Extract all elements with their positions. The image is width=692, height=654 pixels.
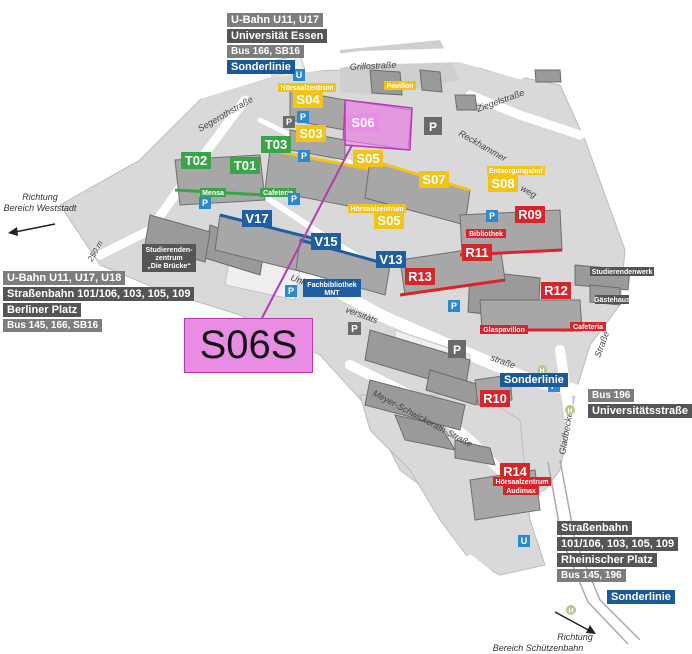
transit-top-line-3: Bus 166, SB16 [227,45,304,58]
transit-bottom-line-1: Straßenbahn [557,521,633,535]
sublabel-cafeteria-t: Cafeteria [263,190,293,197]
label-t01[interactable]: T01 [234,158,256,173]
sublabel-fachbib-2: MNT [324,290,340,297]
transit-bottom-line-2: 101/106, 103, 105, 109 [557,537,679,551]
label-s07[interactable]: S07 [422,172,445,187]
sublabel-hz-s05: Hörsaalzentrum [351,206,404,213]
transit-bottom-sonderlinie[interactable]: Sonderlinie [607,590,675,604]
label-s05b[interactable]: S05 [377,213,400,228]
sublabel-mensa: Mensa [202,190,224,197]
arrow-schuetzen [554,611,593,633]
transit-box-bottom-sonder: Sonderlinie [607,590,675,606]
sublabel-hz-r14-2: Audimax [506,488,536,495]
parking-p-blue-1: P [300,112,306,122]
dir-weststadt-1: Richtung [22,192,58,202]
ubahn-u-top: U [296,70,303,80]
street-grillo: Grillostraße [350,60,397,72]
transit-top-line-1: U-Bahn U11, U17 [227,13,324,27]
transit-top-line-2: Universität Essen [227,29,328,43]
sublabel-pavillon: Pavillon [387,83,414,90]
transit-left-line-2: Straßenbahn 101/106, 103, 105, 109 [3,287,195,301]
parking-p-blue-6: P [451,301,457,311]
sublabel-glaspavillon: Glaspavillon [483,327,525,334]
label-s08[interactable]: S08 [491,176,514,191]
parking-p-gray-1: P [286,117,292,127]
dir-schuetzen-1: Richtung [557,632,593,642]
parking-p-blue-5: P [288,286,294,296]
parking-p-blue-4: P [291,194,297,204]
sublabel-bruecke-2: zentrum [155,255,182,262]
ubahn-u-bottom-1: U [521,536,528,546]
sublabel-bibliothek: Bibliothek [469,231,503,238]
parking-p-blue-2: P [301,151,307,161]
gray-buildings [144,69,631,466]
label-r09[interactable]: R09 [518,207,542,222]
parking-p-3: P [351,324,358,335]
parking-p-large-1: P [429,120,437,134]
label-r10[interactable]: R10 [483,391,507,406]
transit-right-line-1: Bus 196 [588,389,635,402]
label-s04[interactable]: S04 [296,92,320,107]
transit-box-left: U-Bahn U11, U17, U18 Straßenbahn 101/106… [3,271,195,334]
label-v17[interactable]: V17 [245,211,268,226]
dir-schuetzen-2: Bereich Schützenbahn [493,643,584,653]
label-v15[interactable]: V15 [314,234,337,249]
bus-stop-3: H [568,608,573,615]
transit-top-sonderlinie[interactable]: Sonderlinie [227,60,295,74]
transit-box-mid-sonder: Sonderlinie [500,373,568,389]
bus-stop-1: H [539,368,544,375]
transit-left-line-4: Bus 145, 166, SB16 [3,319,103,332]
parking-p-blue-3: P [202,198,208,208]
label-r11[interactable]: R11 [465,245,488,260]
sublabel-gaestehaus: Gästehaus [594,297,630,304]
label-v13[interactable]: V13 [379,252,402,267]
sublabel-hz-s04: Hörsaalzentrum [281,85,334,92]
label-r14[interactable]: R14 [503,464,528,479]
arrowhead-schuetzen [586,625,596,634]
arrowhead-weststadt [8,227,18,236]
transit-bottom-line-3: Rheinischer Platz [557,553,657,567]
sublabel-bruecke-1: Studierenden- [145,247,193,254]
label-t02[interactable]: T02 [185,153,207,168]
transit-box-bottom: Straßenbahn 101/106, 103, 105, 109 Rhein… [557,521,679,584]
transit-mid-sonderlinie[interactable]: Sonderlinie [500,373,568,387]
sublabel-bruecke-3: „Die Brücke“ [147,263,191,270]
transit-box-top: U-Bahn U11, U17 Universität Essen Bus 16… [227,13,328,76]
transit-box-right: Bus 196 Universitätsstraße [588,389,692,420]
label-r12[interactable]: R12 [544,283,568,298]
callout-s06s[interactable]: S06S [184,318,313,373]
sublabel-studierendenwerk: Studierendenwerk [592,269,653,276]
label-s03[interactable]: S03 [299,126,322,141]
transit-left-line-1: U-Bahn U11, U17, U18 [3,271,126,285]
campus-map: S06 S04 S03 S05 S07 S08 S05 T02 T01 T03 … [4,40,654,653]
transit-bottom-line-4: Bus 145, 196 [557,569,626,582]
dir-weststadt-2: Bereich Weststadt [4,203,77,213]
label-t03[interactable]: T03 [265,137,287,152]
label-s06[interactable]: S06 [351,115,374,130]
parking-p-blue-8: P [489,211,495,221]
bus-stop-2: H [567,408,572,415]
sublabel-fachbib-1: Fachbibliothek [307,282,357,289]
label-r13[interactable]: R13 [408,269,432,284]
transit-left-line-3: Berliner Platz [3,303,82,317]
callout-leader [261,144,353,319]
sublabel-hz-r14-1: Hörsaalzentrum [496,479,549,486]
transit-right-line-2: Universitätsstraße [588,404,692,418]
sublabel-cafeteria-r: Cafeteria [573,324,603,331]
footprint-v [214,213,391,296]
parking-p-large-2: P [453,343,461,357]
label-s05[interactable]: S05 [356,151,379,166]
sublabel-entsorgung: Entsorgungshof [489,168,544,175]
